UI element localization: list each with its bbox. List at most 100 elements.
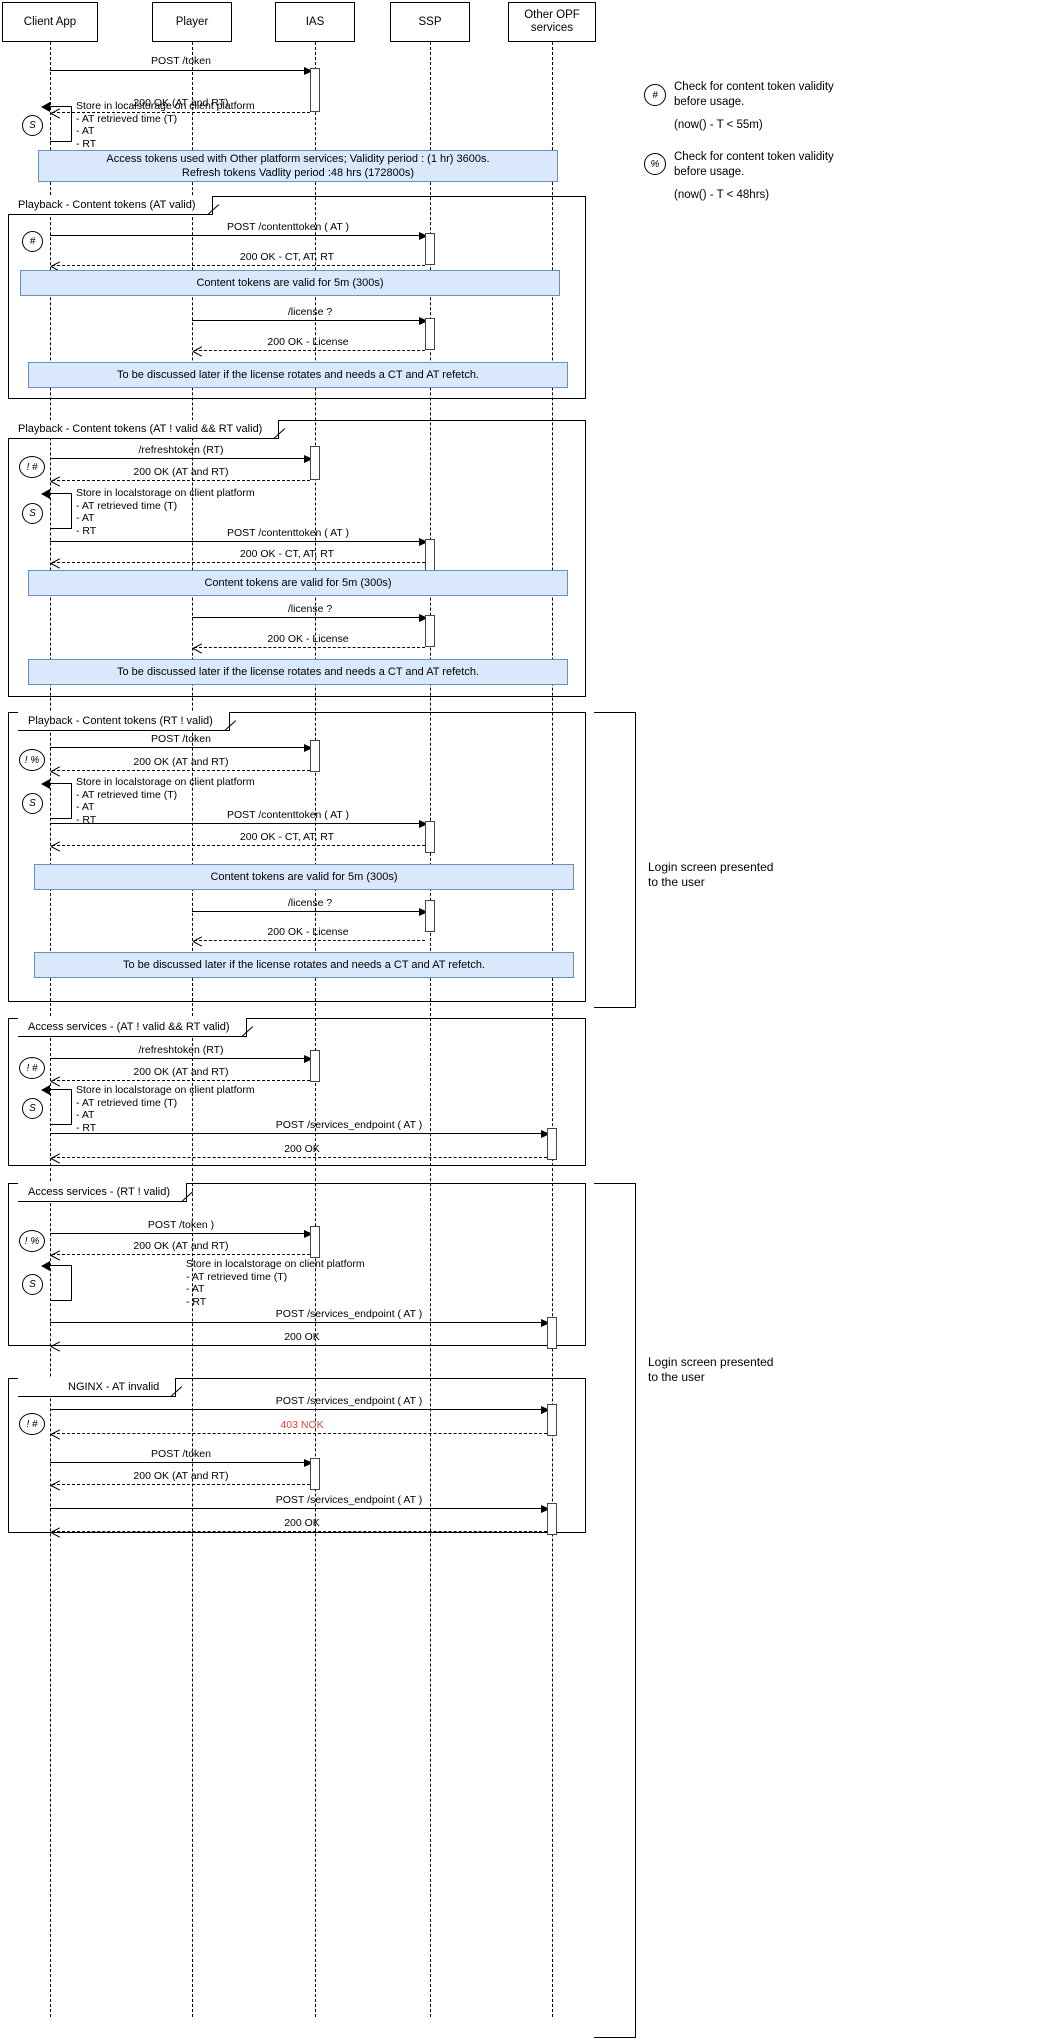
note-content-tokens-5m: Content tokens are valid for 5m (300s): [20, 270, 560, 296]
not-hash-badge-icon: ! #: [19, 1057, 45, 1079]
message-label: 200 OK (AT and RT): [133, 97, 229, 109]
note-text: Content tokens are valid for 5m (300s): [210, 871, 398, 883]
activation-bar-ias: [310, 740, 320, 772]
arrow-head-icon: [51, 766, 60, 775]
message-200-ok-at-rt: 200 OK (AT and RT): [52, 466, 310, 481]
message-post-token: POST /token: [50, 1448, 313, 1467]
arrow-head-icon: [304, 1054, 313, 1063]
arrow-head-icon: [51, 1076, 60, 1085]
message-label: /license ?: [287, 897, 333, 909]
arrow-head-icon: [51, 841, 60, 850]
store-title: Store in localstorage on client platform: [76, 1084, 255, 1096]
lifeline-header-client-app: Client App: [2, 2, 98, 42]
badge-symbol: ! #: [26, 461, 38, 473]
arrow-head-icon: [41, 779, 50, 789]
message-200-ok-license: 200 OK - License: [194, 336, 425, 351]
message-post-services-endpoint: POST /services_endpoint ( AT ): [50, 1494, 550, 1513]
lifeline-label: Client App: [23, 15, 77, 28]
store-block-text: Store in localstorage on client platform…: [186, 1258, 365, 1308]
message-200-ok-ct-at-rt: 200 OK - CT, AT, RT: [52, 548, 425, 563]
note-content-tokens-5m: Content tokens are valid for 5m (300s): [28, 570, 568, 596]
store-item: - AT retrieved time (T): [76, 112, 178, 125]
lifeline-label: SSP: [418, 15, 442, 28]
store-item: - RT: [186, 1295, 207, 1308]
badge-symbol: S: [29, 1103, 36, 1114]
message-label: /license ?: [287, 603, 333, 615]
arrow-head-icon: [304, 66, 313, 75]
store-item: - RT: [76, 1121, 97, 1134]
badge-symbol: S: [29, 120, 36, 131]
message-label: 200 OK - CT, AT, RT: [239, 831, 335, 843]
activation-bar-ssp: [425, 318, 435, 350]
bracket-caption-text: Login screen presented to the user: [648, 1355, 774, 1384]
legend-entry-percent: %: [644, 153, 666, 175]
message-post-contenttoken: POST /contenttoken ( AT ): [50, 221, 428, 240]
lifeline-header-other-opf-services: Other OPF services: [508, 2, 596, 42]
activation-bar-ssp: [425, 233, 435, 265]
arrow-head-icon: [419, 613, 428, 622]
message-label: 200 OK: [284, 1517, 320, 1529]
message-license-request: /license ?: [192, 897, 428, 916]
message-label: 200 OK (AT and RT): [133, 1066, 229, 1078]
message-label: 200 OK - CT, AT, RT: [239, 548, 335, 560]
message-label: /license ?: [287, 306, 333, 318]
note-text: To be discussed later if the license rot…: [117, 666, 479, 678]
badge-symbol: S: [29, 798, 36, 809]
activation-bar-ias: [310, 1226, 320, 1258]
legend-condition: (now() - T < 55m): [674, 119, 763, 131]
message-label: 200 OK (AT and RT): [133, 756, 229, 768]
lifeline-header-player: Player: [152, 2, 232, 42]
message-label: 403 NOK: [280, 1419, 324, 1431]
message-200-ok-ct-at-rt: 200 OK - CT, AT, RT: [52, 251, 425, 266]
lifeline-other-opf: [552, 42, 553, 2017]
lifeline-label: IAS: [305, 15, 325, 28]
activation-bar-ssp: [425, 615, 435, 647]
message-200-ok-ct-at-rt: 200 OK - CT, AT, RT: [52, 831, 425, 846]
note-license-rotates: To be discussed later if the license rot…: [28, 659, 568, 685]
note-text: To be discussed later if the license rot…: [123, 959, 485, 971]
store-item: - AT: [76, 1109, 95, 1122]
bracket-caption-login-screen-1: Login screen presented to the user: [648, 845, 798, 890]
arrow-head-icon: [51, 1341, 60, 1350]
arrow-head-icon: [304, 1229, 313, 1238]
fragment-label: Playback - Content tokens (AT valid): [8, 196, 213, 215]
store-item: - AT: [76, 512, 95, 525]
activation-bar-ias: [310, 446, 320, 480]
note-text: Content tokens are valid for 5m (300s): [204, 577, 392, 589]
message-post-contenttoken: POST /contenttoken ( AT ): [50, 809, 428, 828]
fragment-access-services-at-invalid: [8, 1018, 586, 1166]
fragment-label-text: Playback - Content tokens (AT valid): [18, 199, 196, 211]
arrow-head-icon: [51, 1153, 60, 1162]
fragment-label-text: NGINX - AT invalid: [68, 1381, 160, 1393]
self-message-store-localstorage: [41, 102, 72, 142]
activation-bar-ias: [310, 1050, 320, 1082]
legend-detail-hash: (now() - T < 55m): [674, 118, 763, 133]
arrow-head-icon: [419, 819, 428, 828]
store-badge-icon: S: [22, 503, 43, 524]
arrow-head-icon: [51, 261, 60, 270]
arrow-head-icon: [41, 489, 50, 499]
message-label: POST /contenttoken ( AT ): [227, 221, 349, 233]
fragment-nginx-at-invalid: [8, 1378, 586, 1533]
message-label: 200 OK (AT and RT): [133, 1470, 229, 1482]
store-title: Store in localstorage on client platform: [76, 776, 255, 788]
self-message-store-localstorage: [41, 1085, 72, 1125]
message-label: POST /token: [151, 55, 211, 67]
message-label: 200 OK: [284, 1331, 320, 1343]
arrow-head-icon: [419, 907, 428, 916]
not-percent-badge-icon: ! %: [19, 749, 45, 771]
lifeline-ias: [315, 42, 316, 2017]
note-text: Content tokens are valid for 5m (300s): [196, 277, 384, 289]
message-post-token: POST /token: [50, 55, 313, 75]
store-item: - AT: [76, 801, 95, 814]
message-200-ok-license: 200 OK - License: [194, 926, 425, 941]
arrow-head-icon: [193, 643, 202, 652]
lifeline-header-ias: IAS: [275, 2, 355, 42]
arrow-head-icon: [419, 231, 428, 240]
message-label: POST /contenttoken ( AT ): [227, 527, 349, 539]
message-label: 200 OK (AT and RT): [133, 466, 229, 478]
fragment-label-text: Access services - (AT ! valid && RT vali…: [28, 1021, 230, 1033]
message-200-ok-at-rt: 200 OK (AT and RT): [52, 1240, 310, 1255]
fragment-label: Playback - Content tokens (AT ! valid &&…: [8, 420, 280, 439]
message-label: POST /services_endpoint ( AT ): [275, 1494, 423, 1506]
